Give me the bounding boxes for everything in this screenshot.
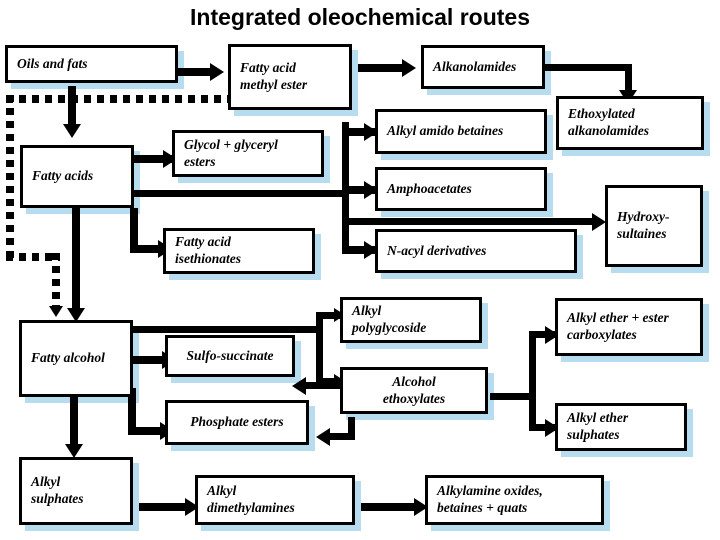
edge-line: [316, 378, 342, 385]
edge-line: [529, 424, 555, 431]
node-label: Oils and fats: [17, 55, 88, 71]
node-label: Sulfo-succinate: [186, 347, 274, 363]
node-label: Fatty alcohol: [31, 350, 105, 366]
edge-line-dashed: [6, 253, 60, 261]
edge-arrowhead: [364, 181, 378, 199]
edge-arrowhead: [316, 428, 330, 446]
node-alkyl-amido-betaines[interactable]: Alkyl amido betaines: [375, 109, 547, 154]
edge-line: [490, 393, 536, 400]
edge-line: [139, 503, 189, 511]
edge-line: [306, 382, 349, 389]
edge-arrowhead: [334, 308, 345, 322]
node-label: Amphoacetates: [387, 180, 472, 196]
edge-arrowhead: [414, 498, 428, 516]
edge-line: [178, 68, 212, 76]
node-alkylamine-oxides[interactable]: Alkylamine oxides,betaines + quats: [425, 475, 604, 525]
edge-line: [128, 388, 136, 434]
edge-line: [330, 433, 355, 440]
edge-line: [342, 128, 376, 136]
edge-line: [348, 417, 355, 439]
edge-line: [316, 312, 323, 384]
edge-line: [134, 155, 172, 163]
edge-line: [625, 64, 632, 93]
edge-line: [68, 86, 76, 128]
edge-arrowhead: [364, 123, 378, 141]
edge-arrowhead: [63, 124, 81, 138]
edge-line: [70, 397, 78, 449]
edge-line: [133, 356, 171, 364]
node-hydroxy-sultaines[interactable]: Hydroxy-sultaines: [605, 185, 703, 267]
edge-line: [130, 208, 138, 252]
edge-line: [342, 186, 376, 194]
edge-arrowhead: [210, 63, 224, 81]
edge-line: [72, 208, 80, 314]
edge-line: [134, 190, 349, 197]
node-fatty-acids[interactable]: Fatty acids: [20, 145, 134, 208]
node-label: Fatty acids: [32, 168, 94, 184]
node-fatty-alcohol[interactable]: Fatty alcohol: [19, 320, 133, 397]
node-n-acyl-derivatives[interactable]: N-acyl derivatives: [375, 229, 577, 273]
edge-arrowhead: [65, 444, 83, 458]
edge-line: [529, 331, 555, 338]
edge-line: [130, 245, 174, 253]
edge-line: [361, 503, 417, 511]
edge-arrowhead: [592, 213, 606, 231]
node-amphoacetates[interactable]: Amphoacetates: [375, 167, 547, 211]
node-label: Alkylamine oxides,betaines + quats: [437, 483, 543, 515]
node-label: N-acyl derivatives: [387, 242, 487, 258]
node-label: Alkyl amido betaines: [387, 123, 504, 139]
node-label: Phosphate esters: [190, 414, 284, 430]
edge-arrowhead: [49, 306, 63, 317]
edge-line-dashed: [6, 95, 228, 103]
edge-line: [316, 312, 342, 319]
edge-line: [133, 326, 323, 333]
edge-line: [128, 427, 174, 435]
edge-line: [529, 331, 536, 431]
edge-arrowhead: [67, 308, 85, 322]
edge-line: [342, 218, 600, 225]
edge-line: [358, 64, 404, 72]
edge-arrowhead: [402, 59, 416, 77]
edge-line-dashed: [52, 253, 60, 311]
node-label: Alkanolamides: [433, 58, 517, 74]
edge-arrowhead: [334, 374, 345, 388]
node-sulfo-succinate[interactable]: Sulfo-succinate: [165, 335, 295, 377]
edge-line: [342, 246, 376, 254]
edge-line-dashed: [6, 95, 14, 260]
page-title: Integrated oleochemical routes: [190, 4, 530, 30]
node-oils-and-fats[interactable]: Oils and fats: [5, 45, 178, 83]
node-label: Hydroxy-sultaines: [617, 209, 670, 241]
edge-arrowhead: [292, 377, 306, 395]
node-phosphate-esters[interactable]: Phosphate esters: [165, 400, 309, 445]
node-alkanolamides[interactable]: Alkanolamides: [421, 45, 545, 89]
edge-arrowhead: [364, 241, 378, 259]
edge-line: [544, 64, 632, 71]
